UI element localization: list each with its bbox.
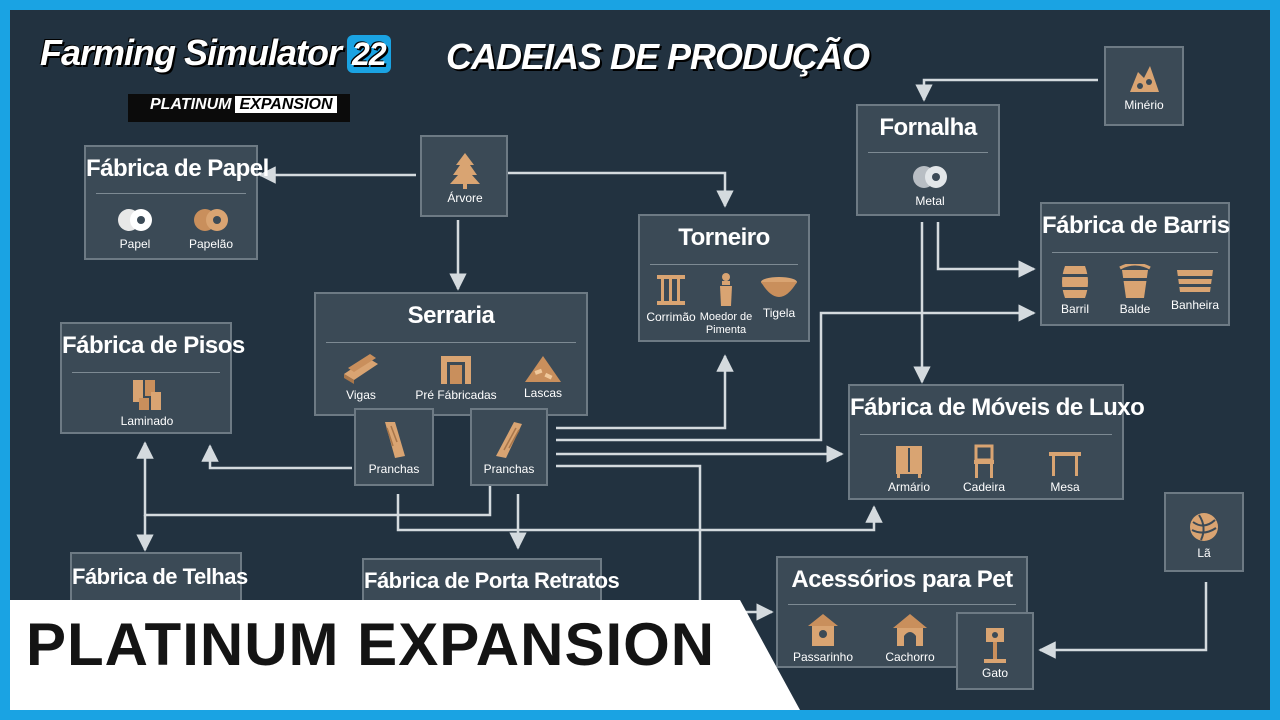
mesa-label: Mesa — [1050, 480, 1080, 494]
tree-icon — [450, 153, 480, 189]
papelao-label: Papelão — [188, 237, 234, 251]
paper-roll-icon — [118, 209, 152, 231]
arrow-minerio-fornalha — [915, 78, 1098, 102]
cat-tree-icon — [984, 628, 1006, 663]
lascas-label: Lascas — [523, 386, 563, 400]
prefab-icon — [441, 356, 471, 384]
node-minerio: Minério — [1104, 46, 1184, 126]
minerio-label: Minério — [1124, 98, 1164, 112]
vigas-label: Vigas — [346, 388, 376, 402]
birdhouse-icon — [808, 614, 838, 646]
arrow-la-pet — [1038, 582, 1208, 659]
node-fabrica-barris: Fábrica de Barris Barril Balde Banheira — [1040, 202, 1230, 326]
doghouse-icon — [893, 614, 927, 646]
node-arvore: Árvore — [420, 135, 508, 217]
banner-background — [10, 600, 800, 710]
banner-text: PLATINUM EXPANSION — [26, 611, 716, 678]
la-label: Lã — [1197, 546, 1211, 560]
table-icon — [1049, 452, 1081, 476]
ore-icon — [1130, 66, 1159, 92]
pepper-mill-icon — [720, 273, 732, 306]
wardrobe-icon — [896, 446, 922, 478]
wool-icon — [1190, 513, 1218, 541]
plank-icon — [385, 422, 405, 458]
fabrica-moveis-title: Fábrica de Móveis de Luxo — [850, 394, 1145, 421]
prefabricadas-label: Pré Fábricadas — [415, 388, 497, 402]
cardboard-roll-icon — [194, 209, 228, 231]
node-fabrica-papel: Fábrica de Papel Papel Papelão — [84, 145, 269, 260]
fabrica-barris-title: Fábrica de Barris — [1042, 212, 1230, 239]
papel-label: Papel — [119, 237, 151, 251]
railing-icon — [657, 275, 685, 305]
corrimao-label: Corrimão — [646, 310, 696, 324]
node-fabrica-moveis: Fábrica de Móveis de Luxo Armário Cadeir… — [848, 384, 1145, 500]
acessorios-pet-title: Acessórios para Pet — [791, 566, 1013, 593]
arrow-pranchas-torneiro — [556, 354, 734, 430]
arrow-arvore-torneiro — [508, 171, 734, 208]
barril-label: Barril — [1060, 302, 1089, 316]
arrow-pranchas-moveis-lower — [396, 494, 883, 532]
passarinho-label: Passarinho — [792, 650, 854, 664]
node-fabrica-pisos: Fábrica de Pisos Laminado — [60, 322, 245, 434]
fabrica-retratos-title: Fábrica de Porta Retratos — [364, 568, 620, 593]
torneiro-title: Torneiro — [678, 224, 770, 251]
bathtub-icon — [1177, 270, 1213, 292]
armario-label: Armário — [887, 480, 930, 494]
cachorro-label: Cachorro — [885, 650, 935, 664]
tigela-label: Tigela — [762, 306, 796, 320]
banheira-label: Banheira — [1170, 298, 1220, 312]
pranchas-b-label: Pranchas — [483, 462, 535, 476]
node-la: Lã — [1164, 492, 1244, 572]
page-title: CADEIAS DE PRODUÇÃO — [446, 36, 870, 77]
arrow-pranchas-telhas — [136, 441, 492, 517]
bucket-icon — [1119, 264, 1151, 298]
laminate-icon — [133, 380, 161, 410]
fornalha-title: Fornalha — [879, 114, 977, 141]
node-gato: Gato — [956, 612, 1034, 690]
node-pranchas-a: Pranchas — [354, 408, 434, 486]
metal-label: Metal — [915, 194, 945, 208]
gato-label: Gato — [981, 666, 1008, 680]
node-fornalha: Fornalha Metal — [856, 104, 1000, 216]
cadeira-label: Cadeira — [962, 480, 1006, 494]
moedor-label: Moedor de Pimenta — [699, 311, 753, 336]
node-serraria: Serraria Vigas Pré Fábricadas Lascas — [314, 292, 588, 416]
plank-icon — [496, 422, 522, 458]
fabrica-papel-title: Fábrica de Papel — [86, 155, 269, 182]
node-pranchas-b: Pranchas — [470, 408, 548, 486]
arvore-label: Árvore — [447, 191, 483, 205]
metal-roll-icon — [913, 166, 947, 188]
arrow-fornalha-barris — [936, 222, 1036, 278]
arrow-pranchas-barris — [556, 304, 1036, 442]
arrow-pranchas-pisos — [201, 444, 352, 470]
bowl-icon — [761, 277, 797, 297]
logo-subtitle-b: EXPANSION — [235, 96, 337, 113]
fabrica-pisos-title: Fábrica de Pisos — [62, 332, 245, 359]
balde-label: Balde — [1119, 302, 1151, 316]
woodchips-icon — [525, 356, 561, 382]
node-torneiro: Torneiro Corrimão Moedor de Pimenta Tige… — [638, 214, 810, 342]
serraria-title: Serraria — [407, 302, 495, 329]
logo-text: Farming Simulator — [40, 32, 342, 73]
pranchas-a-label: Pranchas — [368, 462, 420, 476]
fabrica-telhas-title: Fábrica de Telhas — [72, 564, 248, 589]
chair-icon — [974, 444, 994, 478]
barrel-icon — [1062, 266, 1088, 298]
beams-icon — [344, 354, 378, 384]
laminado-label: Laminado — [120, 414, 174, 428]
logo-subtitle-a: PLATINUM — [150, 96, 232, 113]
logo-number: 22 — [347, 35, 391, 73]
